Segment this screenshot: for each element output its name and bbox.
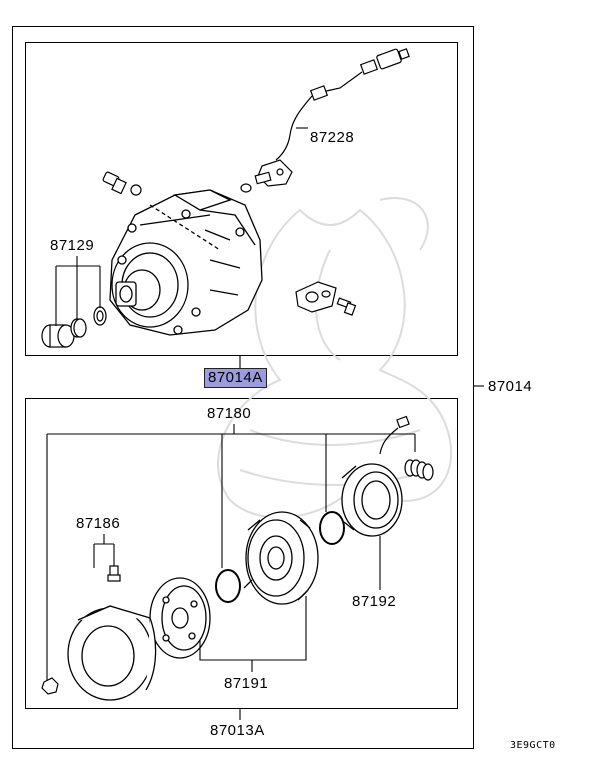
- pressure-sensor-harness: [275, 48, 410, 161]
- leader-87180: [46, 424, 416, 680]
- part-label-87180: 87180: [207, 405, 252, 422]
- compressor-assembly-frame: [25, 42, 458, 356]
- coil-connector: [379, 415, 410, 455]
- part-label-87192: 87192: [352, 593, 397, 610]
- clutch-assembly-frame: [25, 398, 458, 709]
- clutch-housing: [67, 605, 157, 701]
- outer-frame: [12, 26, 474, 749]
- shaft-seal-set: [41, 306, 107, 348]
- part-label-87129: 87129: [50, 237, 95, 254]
- leader-87191: [199, 596, 307, 672]
- part-label-87191: 87191: [224, 675, 269, 692]
- diagram-code: 3E9GCT0: [510, 740, 556, 751]
- hex-nut: [41, 677, 59, 695]
- small-bolt: [102, 171, 142, 196]
- pulley: [243, 511, 319, 605]
- snap-ring: [319, 511, 345, 545]
- part-label-87014A[interactable]: 87014A: [204, 368, 267, 388]
- part-label-87013A: 87013A: [210, 722, 265, 739]
- leader-87186: [93, 534, 115, 568]
- part-label-87014: 87014: [488, 378, 533, 395]
- bolt-87186: [107, 565, 121, 582]
- part-label-87228: 87228: [310, 129, 355, 146]
- field-coil: [341, 463, 403, 537]
- part-label-87186: 87186: [76, 515, 121, 532]
- pressure-switch: [240, 159, 293, 193]
- snap-ring-small: [215, 569, 241, 603]
- leader-87129: [55, 256, 101, 326]
- armature-plate: [149, 577, 211, 659]
- shim-set: [404, 459, 434, 481]
- sealing-plate: [295, 281, 357, 316]
- compressor-body: [109, 189, 263, 336]
